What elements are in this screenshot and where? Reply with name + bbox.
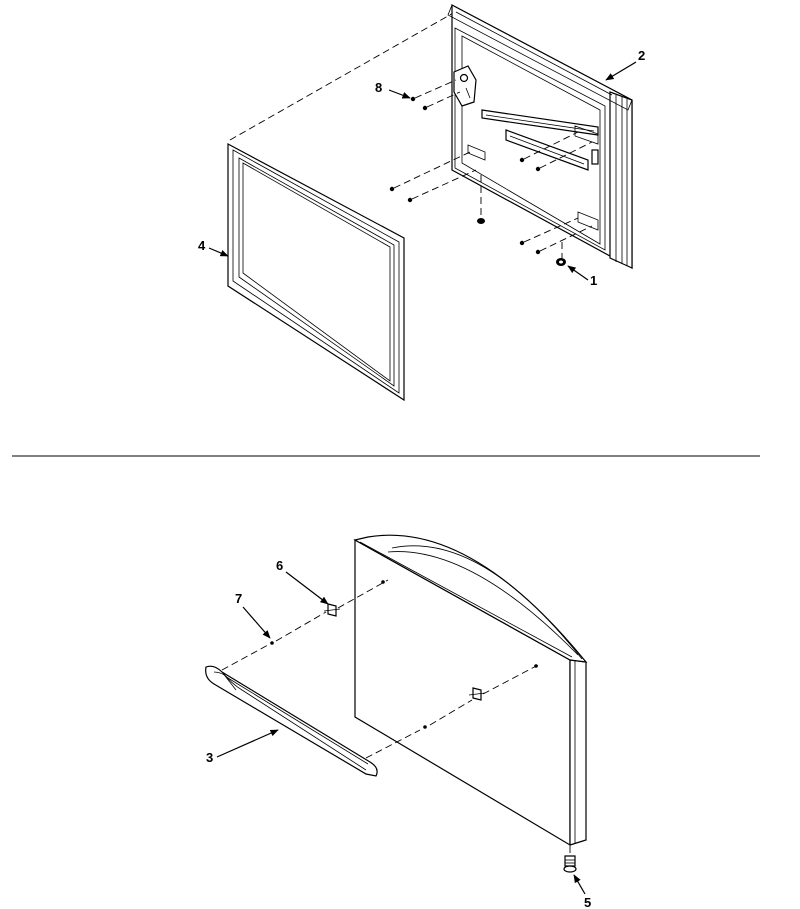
svg-text:1: 1 [590,273,597,288]
callout-2: 2 [605,48,645,81]
pin-part-1 [556,258,566,266]
drawer-front-panel [353,534,588,873]
door-inner-panel [447,4,633,270]
svg-text:8: 8 [375,80,382,95]
callout-7: 7 [235,591,271,639]
callout-4: 4 [198,238,229,257]
screw-part-5 [563,855,577,873]
alignment-line-upper [229,11,456,141]
alignment-lines-lower [221,579,541,759]
pin-upper [477,218,485,224]
callout-3: 3 [206,729,279,765]
svg-text:4: 4 [198,238,206,253]
callout-8: 8 [375,80,411,99]
drawer-handle [205,665,378,777]
clips-6 [323,603,486,701]
callout-1: 1 [567,265,597,288]
svg-text:3: 3 [206,750,213,765]
hinge-bracket [453,65,477,107]
gasket [227,142,405,402]
callout-6: 6 [276,558,329,605]
svg-text:6: 6 [276,558,283,573]
svg-text:7: 7 [235,591,242,606]
callout-5: 5 [573,874,591,909]
svg-text:2: 2 [638,48,645,63]
svg-text:5: 5 [584,895,591,909]
screws-8 [389,79,593,255]
